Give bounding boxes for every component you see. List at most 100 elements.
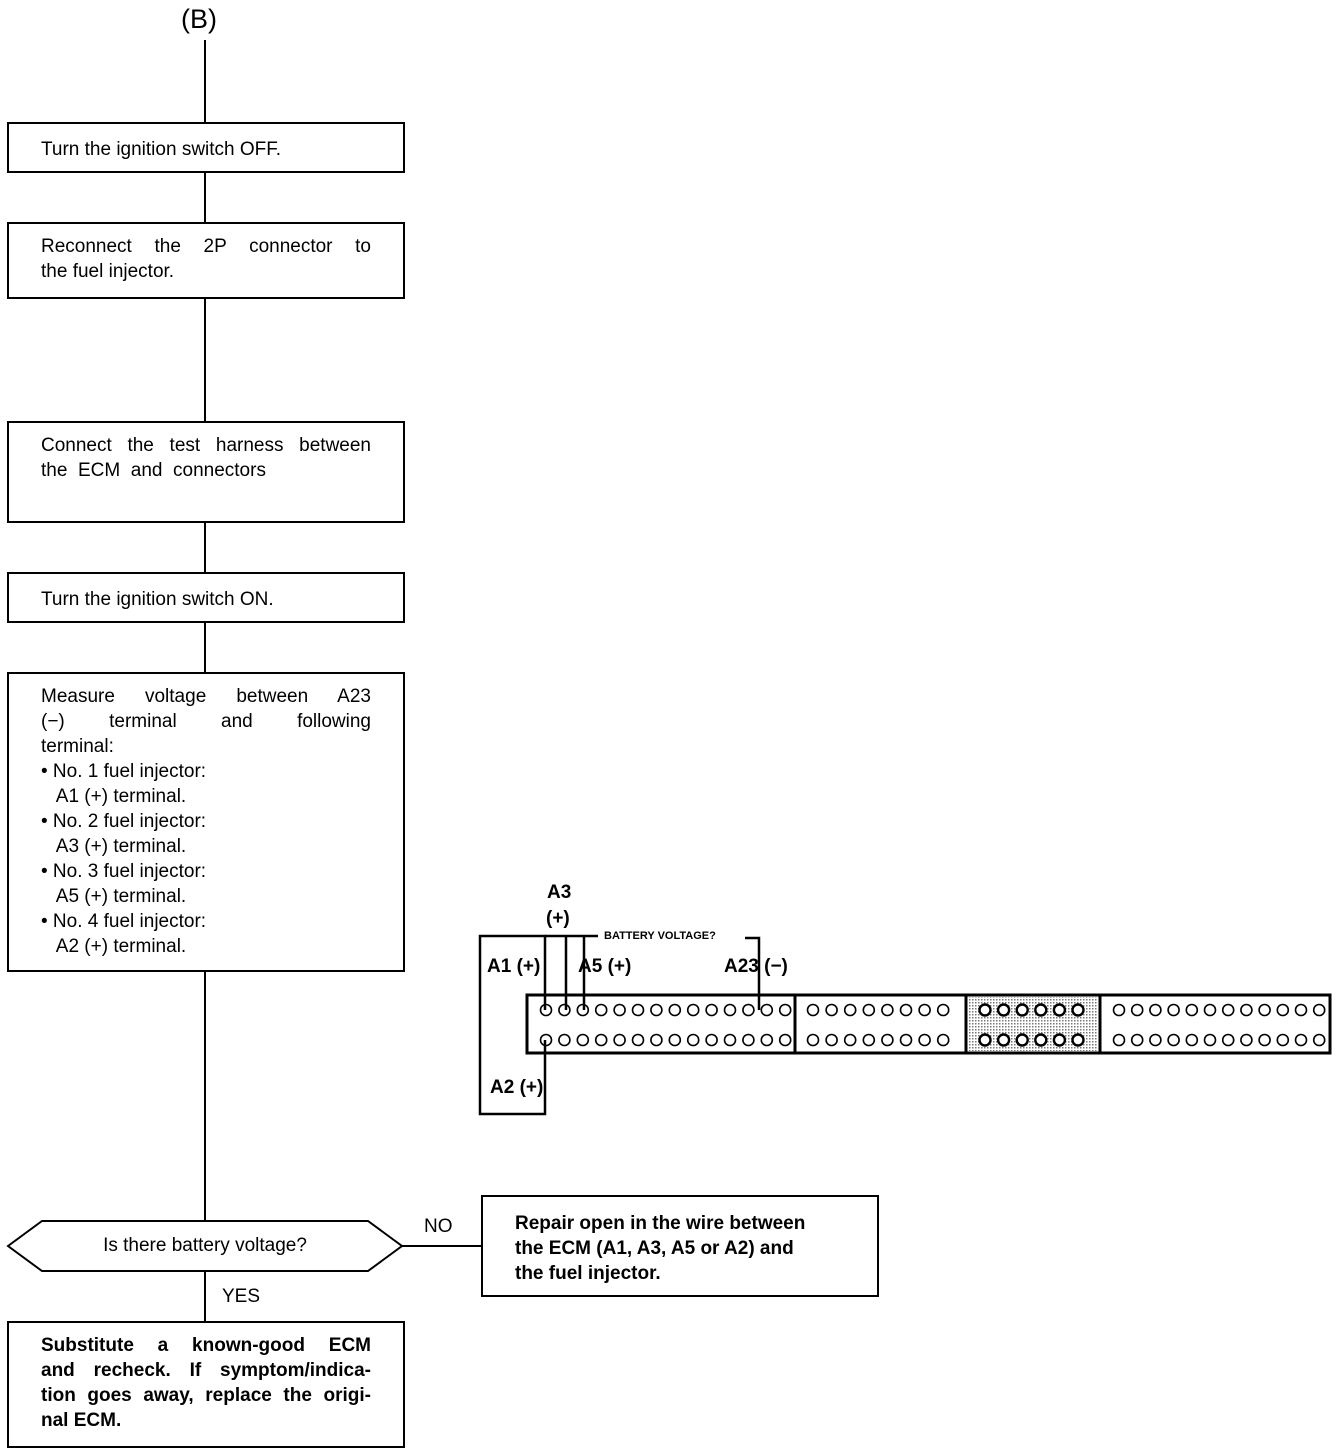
- connector-pin: [1294, 1003, 1308, 1017]
- connector-pin: [1015, 1033, 1029, 1047]
- connector-pin: [1130, 1033, 1144, 1047]
- connector-pin: [1258, 1033, 1271, 1047]
- connector-pin: [613, 1033, 626, 1047]
- connector-pin: [1203, 1003, 1217, 1017]
- connector-pin: [1221, 1033, 1235, 1047]
- connector-pin: [1240, 1033, 1253, 1047]
- action-text: the ECM (A1, A3, A5 or A2) and: [515, 1238, 794, 1259]
- label-battery-voltage: BATTERY VOLTAGE?: [604, 930, 716, 942]
- connector-pin: [576, 1003, 590, 1017]
- action-text: and recheck. If symptom/indica-: [41, 1360, 371, 1381]
- flow-line-top: [204, 40, 206, 122]
- connector-pin: [1203, 1033, 1217, 1047]
- flow-line-3: [204, 522, 206, 572]
- connector-pin: [1167, 1003, 1180, 1017]
- connector-pin: [825, 1033, 838, 1047]
- step-text: • No. 4 fuel injector:: [41, 911, 207, 932]
- step-text: Measure voltage between A23: [41, 686, 371, 707]
- connector-pin: [936, 1003, 950, 1017]
- connector-pin: [996, 1003, 1011, 1017]
- flow-line-yes: [204, 1271, 206, 1321]
- connector-pin: [1034, 1033, 1048, 1047]
- connector-pin: [862, 1003, 876, 1017]
- connector-pin: [936, 1033, 950, 1047]
- connector-pin: [1149, 1003, 1162, 1017]
- label-a5: A5 (+): [578, 956, 632, 977]
- step-text: Connect the test harness between: [41, 435, 371, 456]
- step-text: A2 (+) terminal.: [41, 936, 187, 957]
- connector-pin: [705, 1033, 718, 1047]
- connector-pin: [1312, 1033, 1326, 1047]
- connector-pin: [558, 1033, 571, 1047]
- connector-pin: [1185, 1033, 1199, 1047]
- connector-pin: [1221, 1003, 1235, 1017]
- connector-pin: [1185, 1003, 1199, 1017]
- connector-pin: [881, 1003, 894, 1017]
- connector-pin: [613, 1003, 626, 1017]
- label-a3: A3: [547, 882, 572, 903]
- step-text: terminal:: [41, 736, 114, 757]
- connector-pin: [1294, 1033, 1308, 1047]
- connector-pin: [1312, 1003, 1326, 1017]
- connector-pin: [978, 1033, 992, 1047]
- connector-pin: [778, 1003, 792, 1017]
- connector-pin: [1276, 1033, 1290, 1047]
- step-text: the ECM and connectors: [41, 460, 266, 481]
- yes-label: YES: [222, 1286, 261, 1307]
- step-text: the fuel injector.: [41, 261, 175, 282]
- no-label: NO: [424, 1216, 453, 1237]
- flow-line-5: [204, 971, 206, 1221]
- step-connect-harness: Connect the test harness between the ECM…: [7, 421, 405, 523]
- connector-pin: [918, 1033, 931, 1047]
- step-text: A5 (+) terminal.: [41, 886, 187, 907]
- connector-pin: [825, 1003, 838, 1017]
- connector-pin: [1149, 1033, 1162, 1047]
- connector-pin: [1112, 1033, 1126, 1047]
- label-a23: A23 (−): [724, 956, 788, 977]
- connector-pin: [558, 1003, 571, 1017]
- connector-pin: [1034, 1003, 1048, 1017]
- connector-pin: [539, 1033, 553, 1047]
- connector-pin: [843, 1003, 857, 1017]
- connector-pin: [742, 1033, 755, 1047]
- connector-pin: [668, 1033, 682, 1047]
- connector-pin: [806, 1033, 820, 1047]
- connector-pin: [760, 1033, 774, 1047]
- step-text: A3 (+) terminal.: [41, 836, 187, 857]
- connector-pin: [996, 1033, 1011, 1047]
- connector-pin: [539, 1003, 553, 1017]
- connector-pin: [806, 1003, 820, 1017]
- yes-action-box: Substitute a known-good ECM and recheck.…: [7, 1321, 405, 1448]
- label-a2: A2 (+): [490, 1077, 544, 1098]
- flow-line-no: [402, 1245, 482, 1247]
- connector-pin: [1071, 1003, 1085, 1017]
- action-text: Repair open in the wire between: [515, 1213, 806, 1234]
- connector-pin: [1071, 1033, 1085, 1047]
- connector-pin: [705, 1003, 718, 1017]
- connector-pin: [918, 1003, 931, 1017]
- step-text: Reconnect the 2P connector to: [41, 236, 371, 257]
- connector-pin: [686, 1033, 700, 1047]
- step-text: • No. 2 fuel injector:: [41, 811, 207, 832]
- connector-pin: [1052, 1033, 1067, 1047]
- connector-pin: [778, 1033, 792, 1047]
- connector-pin: [594, 1033, 608, 1047]
- connector-pin: [1276, 1003, 1290, 1017]
- connector-pin: [1240, 1003, 1253, 1017]
- step-text: (−) terminal and following: [41, 711, 371, 732]
- connector-pin: [1258, 1003, 1271, 1017]
- connector-pin: [650, 1033, 663, 1047]
- flow-line-2: [204, 298, 206, 421]
- action-text: tion goes away, replace the origi-: [41, 1385, 371, 1406]
- step-text: • No. 1 fuel injector:: [41, 761, 207, 782]
- label-a3-sign: (+): [546, 908, 570, 929]
- flow-line-1: [204, 172, 206, 222]
- action-text: nal ECM.: [41, 1410, 122, 1431]
- connector-pin: [843, 1033, 857, 1047]
- connector-pin: [650, 1003, 663, 1017]
- connector-pin: [631, 1033, 645, 1047]
- connector-pin: [899, 1033, 913, 1047]
- decision-question: Is there battery voltage?: [103, 1235, 307, 1256]
- connector-pin: [594, 1003, 608, 1017]
- connector-pin: [576, 1033, 590, 1047]
